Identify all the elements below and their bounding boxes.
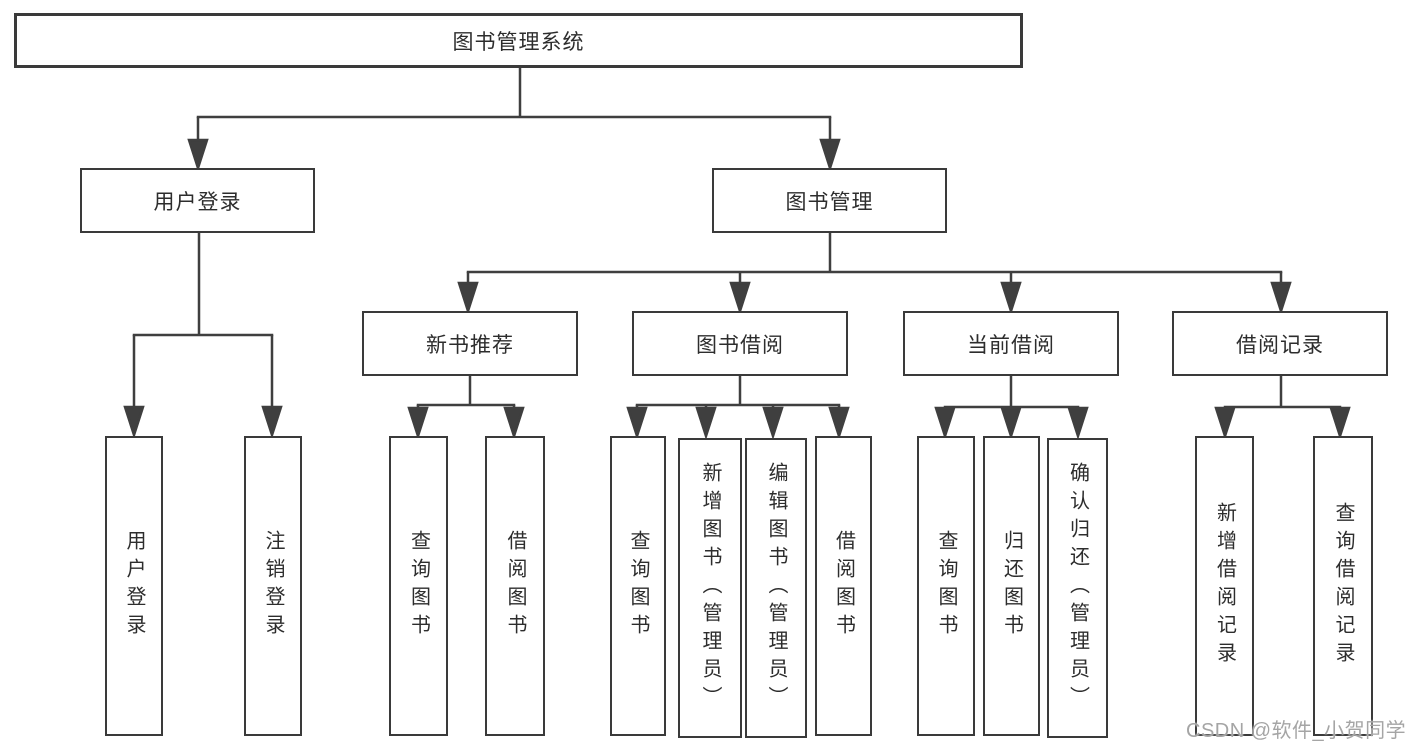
leaf-confirm-return-admin: 确认归还（管理员）: [1047, 438, 1108, 738]
leaf-return-book: 归还图书: [983, 436, 1040, 736]
node-root-library-system: 图书管理系统: [14, 13, 1023, 68]
node-book-borrow: 图书借阅: [632, 311, 848, 376]
watermark: CSDN @软件_小贺同学: [1186, 720, 1405, 742]
node-user-login: 用户登录: [80, 168, 315, 233]
node-borrow-records: 借阅记录: [1172, 311, 1388, 376]
leaf-borrow-book: 借阅图书: [815, 436, 872, 736]
leaf-query-borrow-record: 查询借阅记录: [1313, 436, 1373, 736]
leaf-add-borrow-record: 新增借阅记录: [1195, 436, 1254, 736]
node-current-borrow: 当前借阅: [903, 311, 1119, 376]
leaf-borrow-book-recommend: 借阅图书: [485, 436, 545, 736]
leaf-query-book-recommend: 查询图书: [389, 436, 448, 736]
leaf-query-book-borrow: 查询图书: [610, 436, 666, 736]
leaf-logout: 注销登录: [244, 436, 302, 736]
node-new-book-recommend: 新书推荐: [362, 311, 578, 376]
node-book-management: 图书管理: [712, 168, 947, 233]
leaf-edit-book-admin: 编辑图书（管理员）: [745, 438, 807, 738]
leaf-add-book-admin: 新增图书（管理员）: [678, 438, 742, 738]
leaf-query-book-current: 查询图书: [917, 436, 975, 736]
leaf-user-login: 用户登录: [105, 436, 163, 736]
